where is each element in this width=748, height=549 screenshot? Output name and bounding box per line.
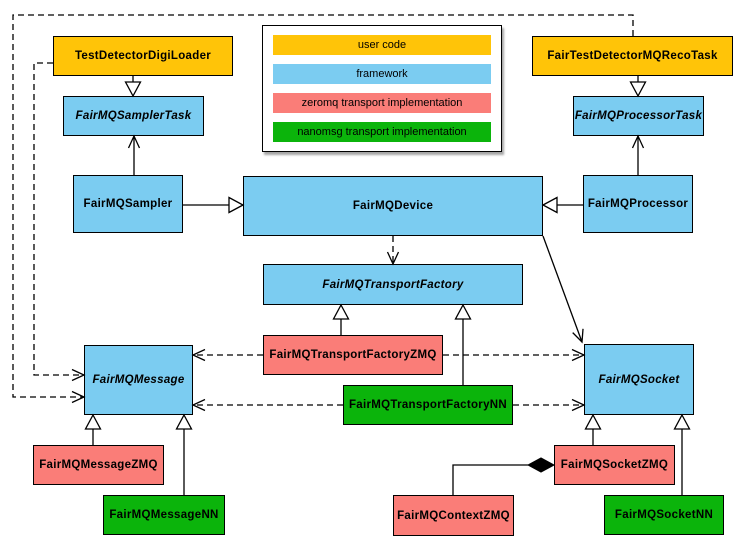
class-box-FairMQSamplerTask: FairMQSamplerTask	[63, 96, 204, 136]
class-box-FairMQTransportFactoryZMQ: FairMQTransportFactoryZMQ	[263, 335, 443, 375]
class-label: FairMQTransportFactory	[322, 278, 464, 291]
edge-FairMQDevice-to-FairMQSocket	[542, 235, 583, 343]
class-label: FairMQTransportFactoryZMQ	[269, 349, 437, 361]
class-label: FairMQSocketNN	[614, 509, 714, 521]
hollow-triangle-arrowhead	[629, 81, 647, 98]
filled-diamond-arrowhead	[526, 457, 556, 473]
class-label: FairMQProcessorTask	[574, 110, 703, 122]
hollow-triangle-arrowhead	[332, 303, 350, 320]
class-box-FairMQMessageNN: FairMQMessageNN	[103, 495, 225, 535]
class-box-TestDetectorDigiLoader: TestDetectorDigiLoader	[53, 36, 233, 76]
hollow-triangle-arrowhead	[541, 196, 558, 214]
class-box-FairMQTransportFactory: FairMQTransportFactory	[263, 264, 523, 305]
hollow-triangle-arrowhead	[175, 413, 193, 430]
open-arrowhead	[127, 134, 141, 149]
open-arrowhead	[571, 398, 586, 412]
class-box-FairMQMessage: FairMQMessage	[84, 345, 193, 415]
class-label: FairMQMessageZMQ	[39, 459, 158, 471]
class-box-FairMQSampler: FairMQSampler	[73, 175, 183, 233]
class-label: FairMQSampler	[83, 198, 173, 210]
class-box-FairMQProcessorTask: FairMQProcessorTask	[573, 96, 704, 136]
legend-label: nanomsg transport implementation	[297, 126, 467, 138]
class-label: FairMQContextZMQ	[397, 509, 510, 522]
class-box-FairMQSocketNN: FairMQSocketNN	[604, 495, 724, 535]
legend: user code framework zeromq transport imple…	[262, 25, 502, 152]
class-box-FairMQSocketZMQ: FairMQSocketZMQ	[554, 445, 675, 485]
hollow-triangle-arrowhead	[673, 413, 691, 430]
class-box-FairMQTransportFactoryNN: FairMQTransportFactoryNN	[343, 385, 513, 425]
legend-item-nanomsg: nanomsg transport implementation	[273, 122, 491, 142]
open-arrowhead	[386, 251, 400, 266]
class-label: FairMQMessageNN	[109, 509, 219, 521]
hollow-triangle-arrowhead	[84, 413, 102, 430]
class-label: FairMQDevice	[352, 200, 434, 212]
legend-item-framework: framework	[273, 64, 491, 84]
class-box-FairMQDevice: FairMQDevice	[243, 176, 543, 236]
hollow-triangle-arrowhead	[228, 196, 245, 214]
open-arrowhead	[631, 134, 645, 149]
open-arrowhead	[191, 348, 206, 362]
legend-item-user: user code	[273, 35, 491, 55]
open-arrowhead	[572, 328, 584, 344]
open-arrowhead	[71, 390, 86, 404]
class-box-FairMQSocket: FairMQSocket	[584, 344, 694, 415]
legend-label: zeromq transport implementation	[301, 97, 463, 109]
open-arrowhead	[571, 348, 586, 362]
class-label: FairMQSocketZMQ	[560, 459, 669, 471]
hollow-triangle-arrowhead	[454, 303, 472, 320]
class-label: FairMQMessage	[92, 374, 185, 386]
class-box-FairMQProcessor: FairMQProcessor	[583, 175, 693, 233]
class-box-FairTestDetectorMQRecoTask: FairTestDetectorMQRecoTask	[532, 36, 733, 76]
class-label: FairMQProcessor	[587, 198, 689, 210]
class-label: FairMQSamplerTask	[75, 110, 192, 122]
open-arrowhead	[191, 398, 206, 412]
legend-label: user code	[357, 39, 407, 51]
legend-item-zeromq: zeromq transport implementation	[273, 93, 491, 113]
class-box-FairMQContextZMQ: FairMQContextZMQ	[393, 495, 514, 536]
class-box-FairMQMessageZMQ: FairMQMessageZMQ	[33, 445, 164, 485]
hollow-triangle-arrowhead	[124, 81, 142, 98]
class-label: FairTestDetectorMQRecoTask	[547, 50, 718, 62]
class-label: TestDetectorDigiLoader	[74, 50, 212, 62]
class-label: FairMQTransportFactoryNN	[348, 399, 507, 411]
legend-label: framework	[356, 68, 408, 80]
hollow-triangle-arrowhead	[584, 413, 602, 430]
edge-FairMQContextZMQ-to-FairMQSocketZMQ	[452, 464, 528, 495]
open-arrowhead	[71, 368, 86, 382]
class-label: FairMQSocket	[598, 373, 680, 386]
